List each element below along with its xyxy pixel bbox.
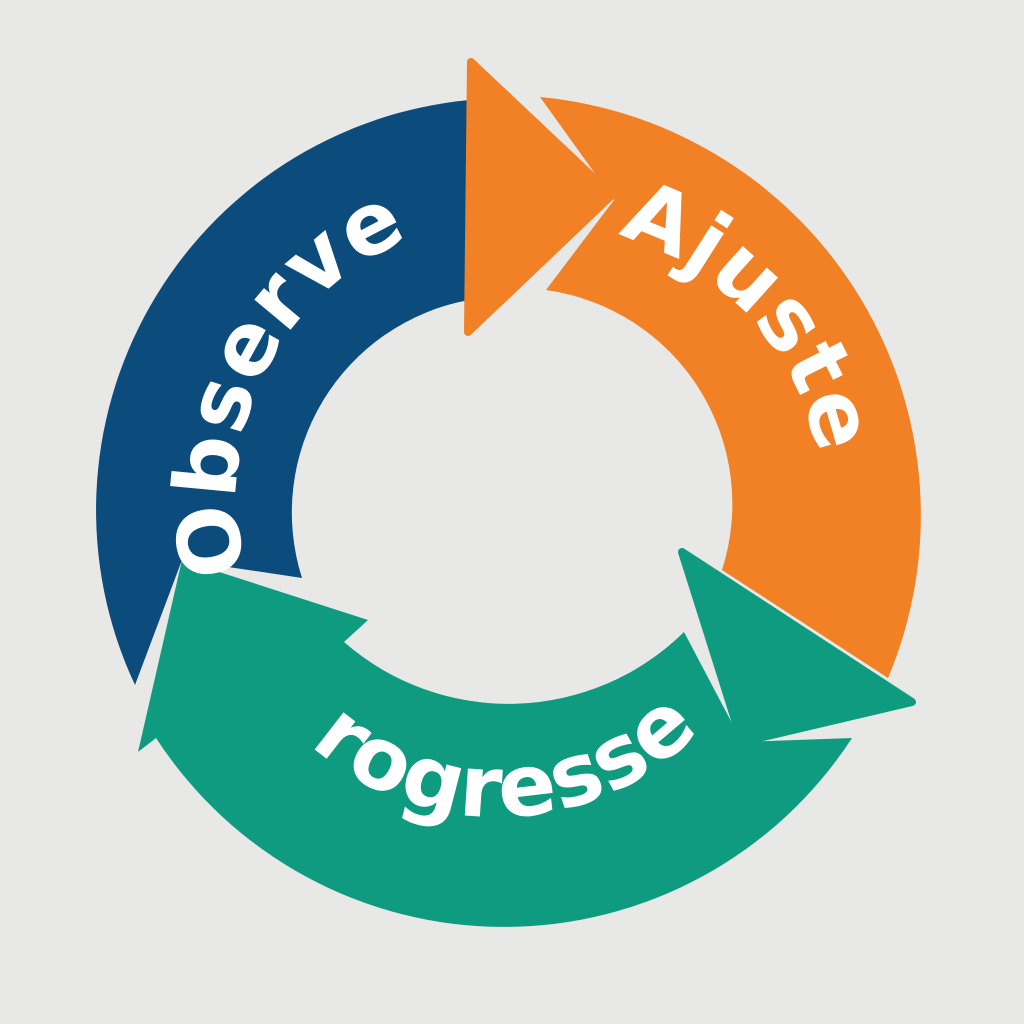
segment-ajuster (540, 97, 921, 678)
arrowhead-ajuster (464, 58, 616, 336)
arrowhead-progresser (678, 548, 916, 746)
segment-observer (96, 100, 469, 685)
segment-progresser (138, 560, 852, 927)
